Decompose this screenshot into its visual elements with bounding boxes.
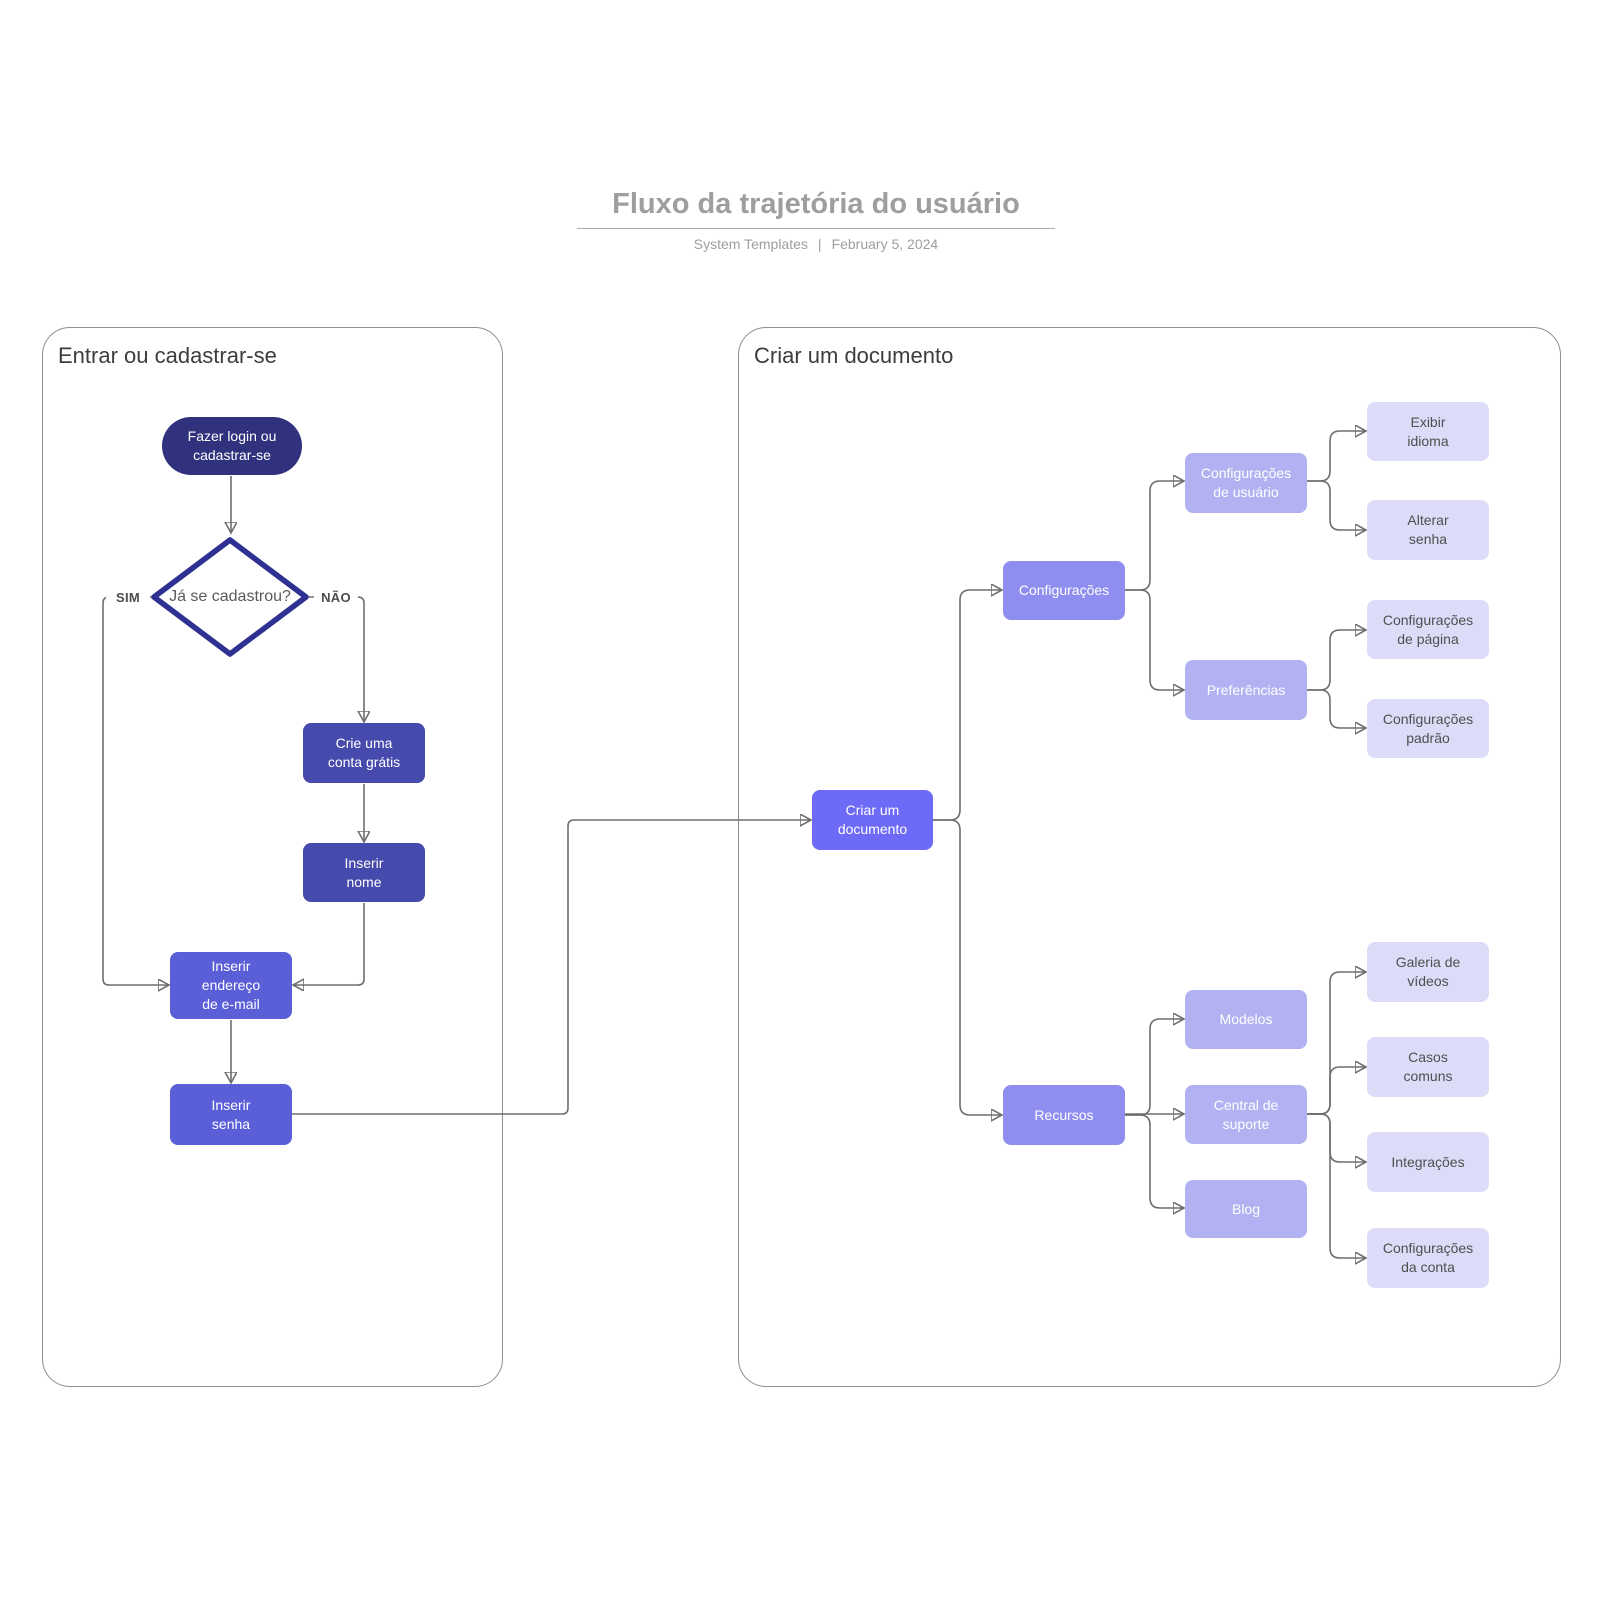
node-preferencias[interactable]: Preferências [1185,660,1307,720]
edge-resources-templates [1125,1019,1184,1116]
group-criar-um-documento: Criar um documento [738,327,1561,1387]
node-exibir-idioma[interactable]: Exibir idioma [1367,402,1489,461]
edge-label-sim: SIM [106,588,150,606]
edge-support-accountsettings [1307,1113,1366,1258]
meta-source: System Templates [693,236,808,253]
node-alterar-senha[interactable]: Alterar senha [1367,500,1489,560]
title-divider [577,228,1055,230]
group-label-entrar: Entrar ou cadastrar-se [58,343,277,368]
node-modelos[interactable]: Modelos [1185,990,1307,1049]
node-inserir-nome[interactable]: Inserir nome [303,843,425,902]
node-inserir-senha[interactable]: Inserir senha [170,1084,292,1145]
node-crie-conta-gratis[interactable]: Crie uma conta grátis [303,723,425,783]
edge-support-gallery [1307,972,1366,1115]
decision-diamond-shape[interactable] [150,536,310,658]
edge-usersettings-language [1307,431,1366,482]
node-criar-documento[interactable]: Criar um documento [812,790,933,850]
node-configuracoes-padrao[interactable]: Configurações padrão [1367,699,1489,758]
meta-separator: | [817,236,822,253]
decision-label: Já se cadastrou? [169,588,291,605]
edge-support-cases [1307,1067,1366,1115]
edge-preferences-defaultsettings [1307,689,1366,728]
node-central-suporte[interactable]: Central de suporte [1185,1085,1307,1144]
node-recursos[interactable]: Recursos [1003,1085,1125,1145]
page-title: Fluxo da trajetória do usuário [612,188,1020,220]
edge-support-integrations [1307,1113,1366,1162]
node-integracoes[interactable]: Integrações [1367,1132,1489,1192]
edge-password-createdoc [292,820,811,1115]
edge-settings-usersettings [1125,481,1184,591]
node-galeria-videos[interactable]: Galeria de vídeos [1367,942,1489,1002]
title-meta: System Templates | February 5, 2024 [577,236,1055,252]
node-blog[interactable]: Blog [1185,1180,1307,1238]
edge-preferences-pagesettings [1307,630,1366,691]
node-configuracoes-conta[interactable]: Configurações da conta [1367,1228,1489,1288]
node-fazer-login[interactable]: Fazer login ou cadastrar-se [162,417,302,475]
node-casos-comuns[interactable]: Casos comuns [1367,1037,1489,1097]
edge-createdoc-resources [933,819,1002,1115]
group-entrar-ou-cadastrar-se: Entrar ou cadastrar-se [42,327,503,1387]
meta-date: February 5, 2024 [831,236,939,253]
edge-name-email [293,903,365,985]
title-block: Fluxo da trajetória do usuário System Te… [577,188,1055,252]
node-configuracoes-pagina[interactable]: Configurações de página [1367,600,1489,659]
edge-label-nao: NÃO [314,588,358,606]
node-configuracoes-usuario[interactable]: Configurações de usuário [1185,453,1307,513]
edge-decision-nao-account [308,596,364,722]
group-label-criar: Criar um documento [754,343,954,368]
edge-createdoc-settings [933,590,1002,821]
edge-resources-blog [1125,1114,1184,1208]
node-configuracoes[interactable]: Configurações [1003,561,1125,620]
node-inserir-email[interactable]: Inserir endereço de e-mail [170,952,292,1019]
edge-settings-preferences [1125,589,1184,690]
edge-usersettings-password [1307,480,1366,530]
